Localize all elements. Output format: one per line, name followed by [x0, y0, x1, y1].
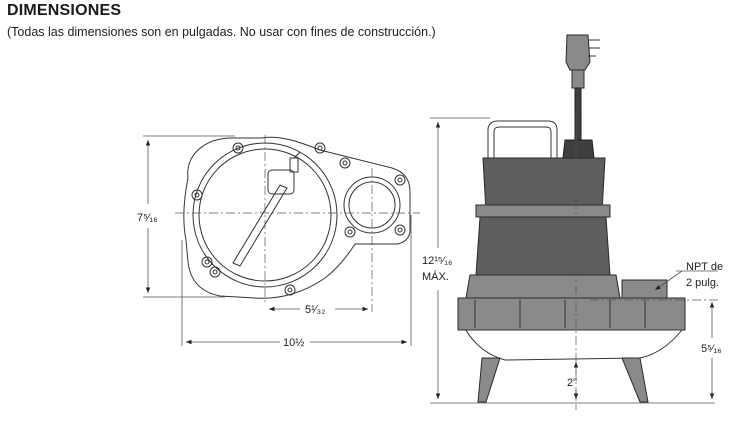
motor-housing: [482, 157, 606, 213]
base-flange: [457, 297, 686, 331]
npt-label-line1: NPT de: [686, 261, 723, 273]
pump-handle: [487, 120, 558, 160]
dim-overall-height: 12¹⁵⁄₁₆: [422, 255, 452, 267]
support-leg-left: [477, 357, 501, 403]
npt-label-line2: 2 pulg.: [686, 277, 719, 289]
dim-base-height: 2": [567, 377, 577, 389]
power-plug: [565, 34, 591, 71]
cord-fitting: [562, 139, 595, 159]
pump-body: [475, 216, 611, 276]
dim-width-label: 10½: [283, 337, 304, 349]
side-view: 12¹⁵⁄₁₆ MÁX. NPT de 2 pulg. 5⁵⁄₁₆ 2": [422, 34, 723, 410]
float-switch-head: [267, 169, 295, 195]
pump-flange-outline: [183, 136, 411, 299]
dim-height-label: 7⁵⁄₁₆: [137, 212, 158, 224]
dim-offset-label: 5¹⁄₃₂: [305, 304, 325, 316]
section-title: DIMENSIONES: [7, 2, 122, 19]
support-leg-right: [621, 357, 649, 403]
section-subtitle: (Todas las dimensiones son en pulgadas. …: [7, 25, 436, 39]
float-switch-arm: [232, 184, 288, 267]
dim-overall-height-max: MÁX.: [422, 270, 449, 283]
dim-inlet-height: 5⁵⁄₁₆: [701, 343, 722, 355]
bolt-holes: [191, 142, 406, 296]
top-view: 7⁵⁄₁₆ 5¹⁄₃₂ 10½: [137, 135, 420, 349]
volute-base: [465, 329, 684, 361]
